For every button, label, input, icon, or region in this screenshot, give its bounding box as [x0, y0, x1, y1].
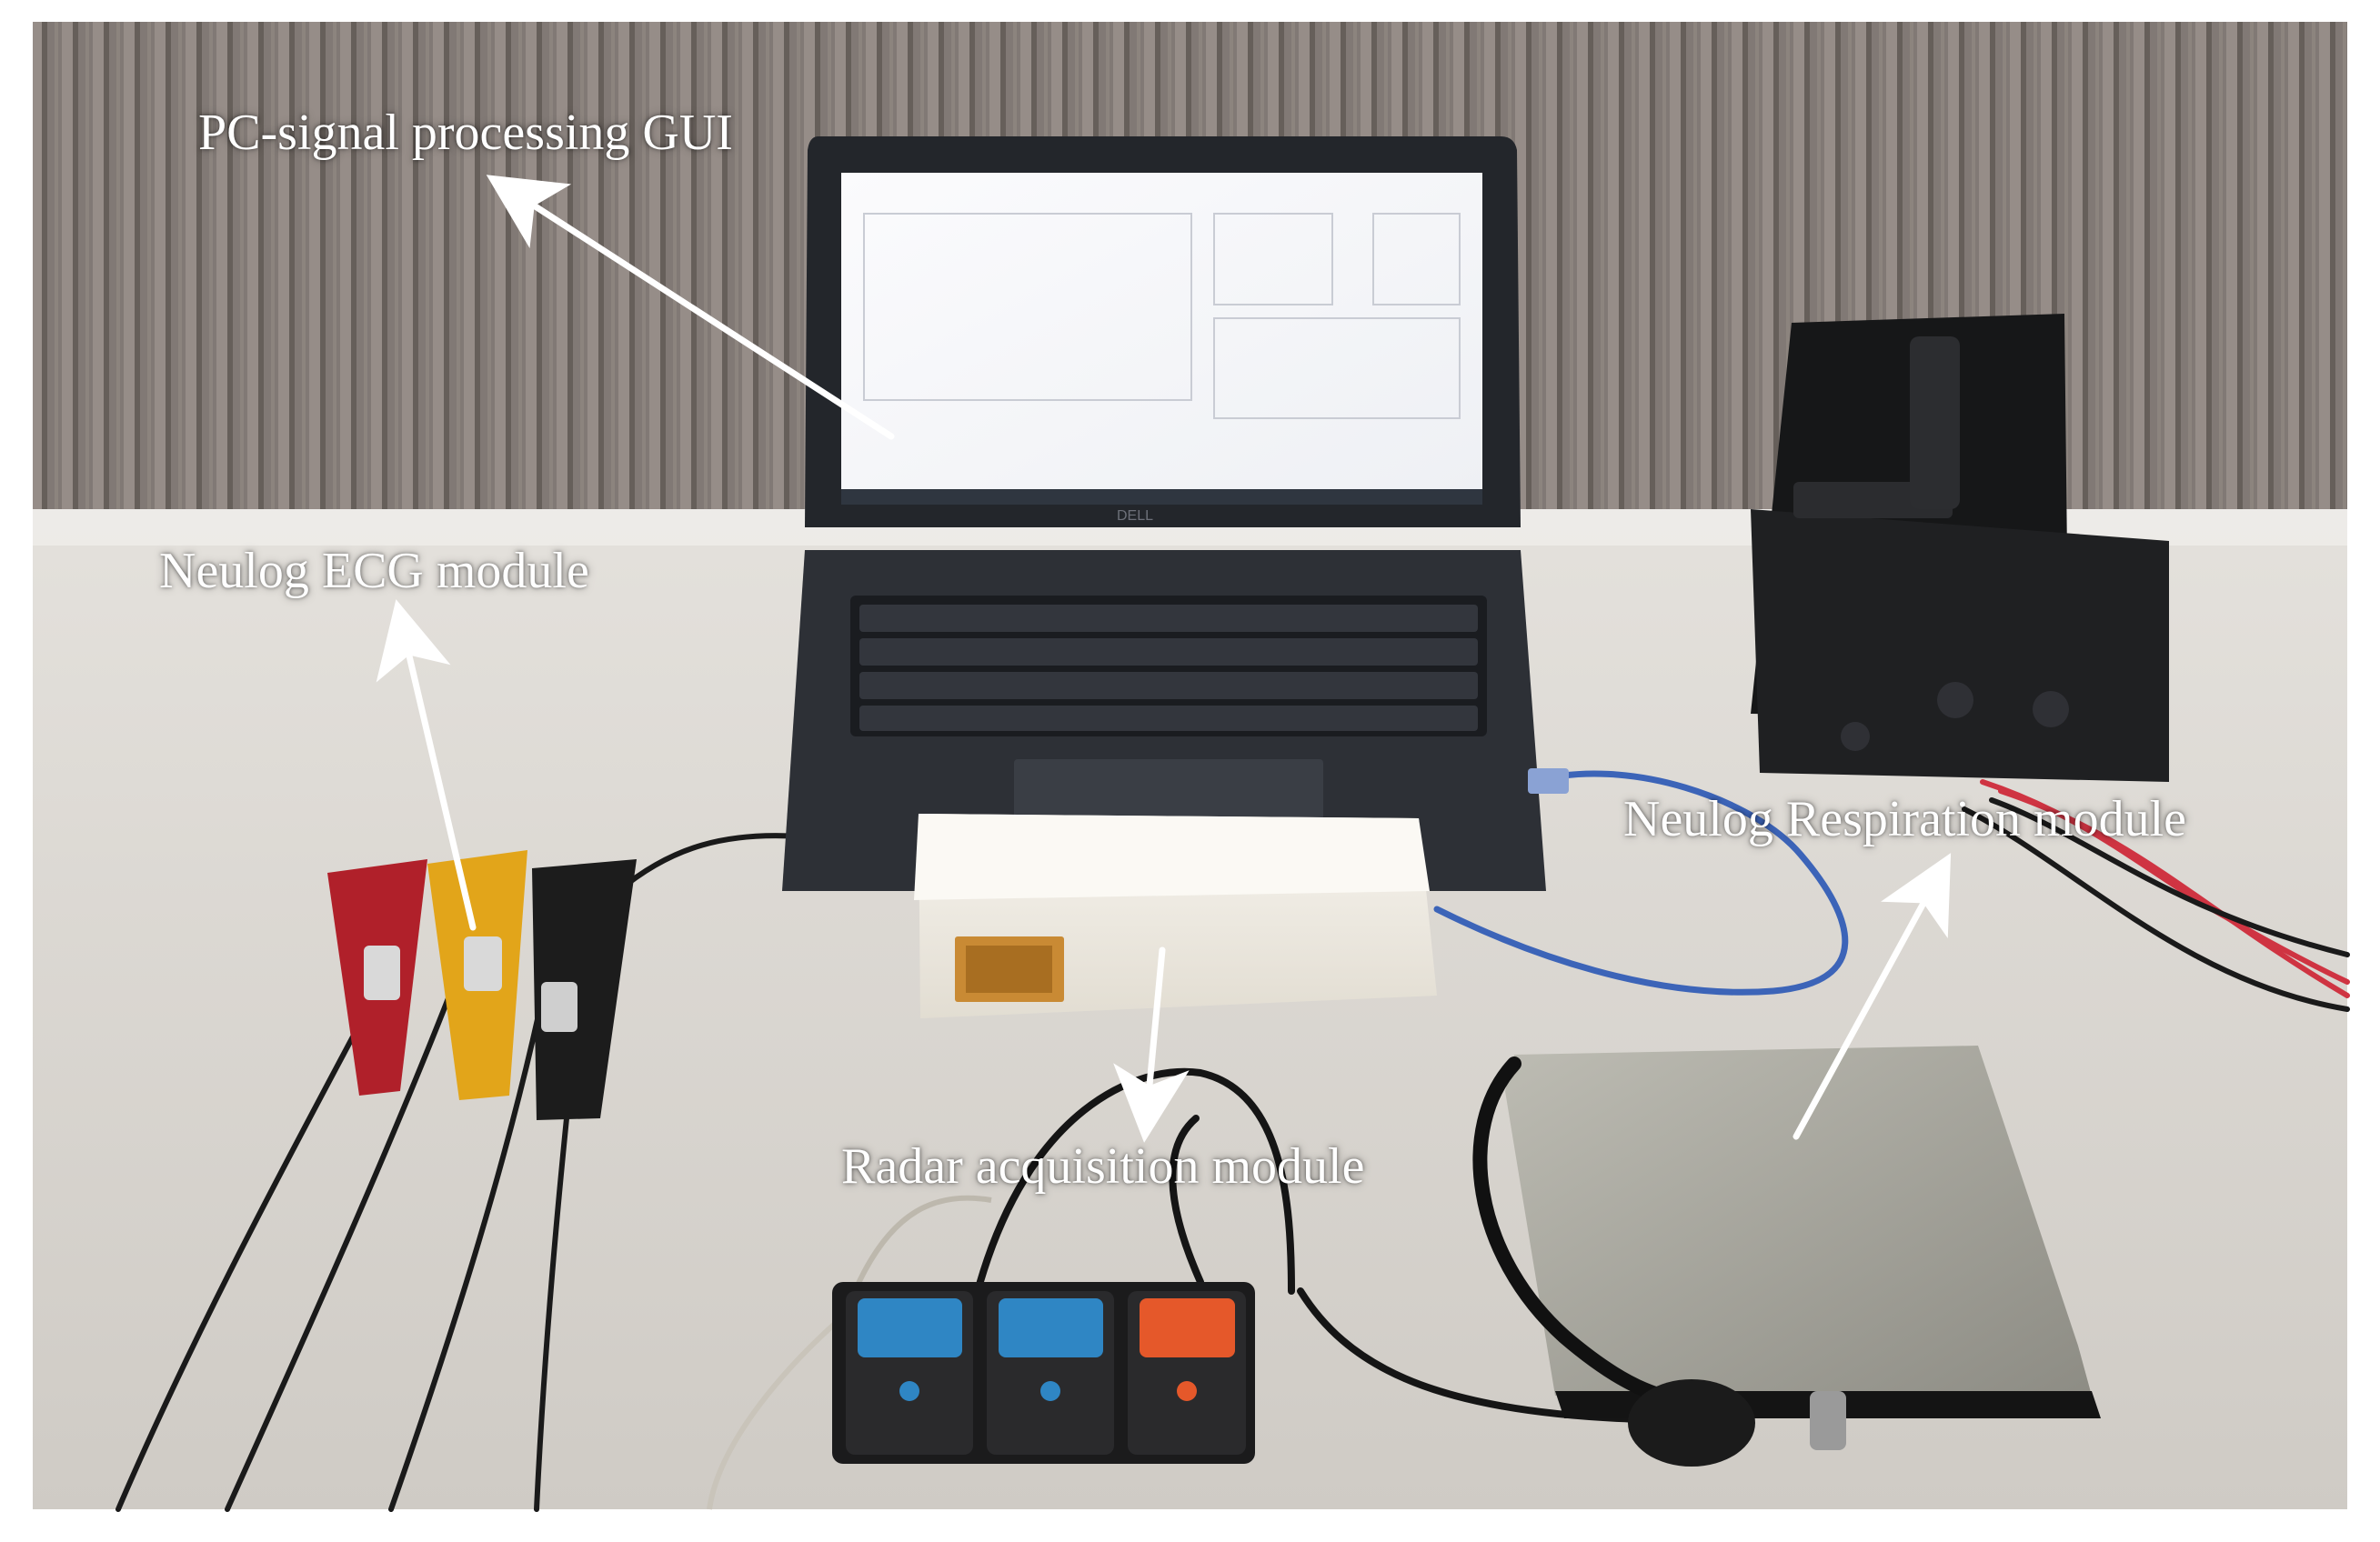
label-respiration: Neulog Respiration module: [1623, 791, 2187, 847]
laptop-screen: [841, 173, 1482, 505]
laptop-brand: DELL: [1117, 508, 1153, 524]
label-gui: PC-signal processing GUI: [198, 105, 733, 161]
arrow-to-gui: [486, 175, 895, 440]
arrow-to-respiration: [1793, 853, 1952, 1140]
usb-cable: [1433, 770, 1849, 996]
radar-acquisition-box: [914, 814, 1437, 1018]
annotation-arrows: [376, 175, 1952, 1143]
label-ecg: Neulog ECG module: [159, 543, 589, 599]
arrow-to-radar: [1113, 946, 1190, 1143]
laptop: DELL: [782, 136, 1546, 891]
label-radar: Radar acquisition module: [841, 1138, 1365, 1195]
ecg-electrode-clips: [327, 850, 637, 1120]
neulog-sensor-modules: [832, 1282, 1255, 1464]
dc-power-supply: [1751, 314, 2169, 782]
arrow-to-ecg: [376, 599, 477, 931]
respiration-belt-cuff: [1472, 1046, 2101, 1467]
